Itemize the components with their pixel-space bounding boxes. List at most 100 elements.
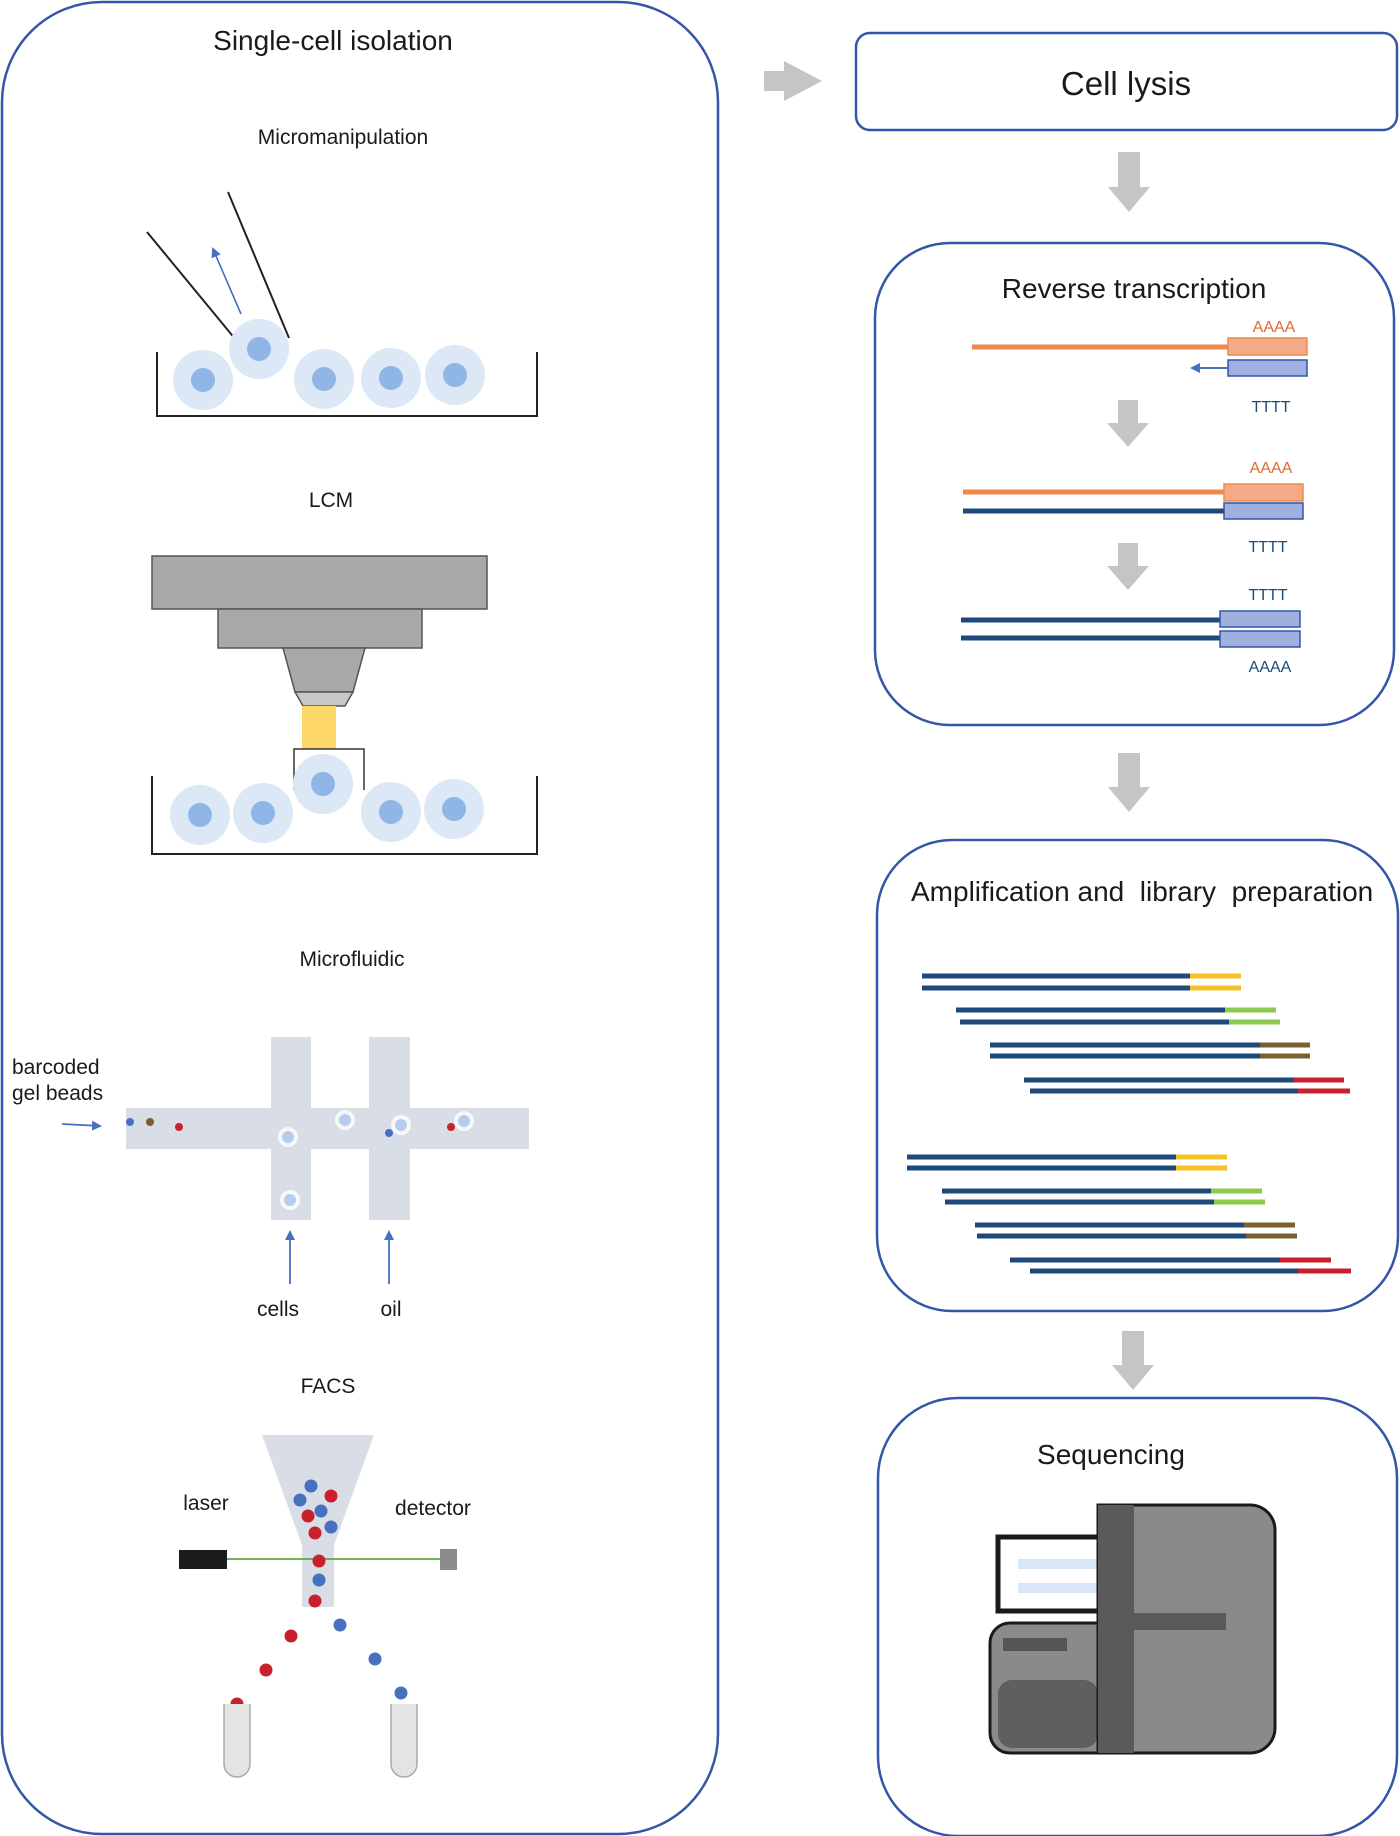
cell xyxy=(278,1127,298,1147)
microfluidic-section: Microfluidic barcoded gel beads cells oi… xyxy=(12,948,529,1321)
cell-red xyxy=(259,1663,273,1677)
collection-tube-left xyxy=(223,1704,251,1778)
gel-bead-red xyxy=(175,1123,183,1131)
sequencer-handle xyxy=(1134,1613,1226,1630)
cell-blue xyxy=(304,1479,318,1493)
rt-arrow xyxy=(1107,400,1149,447)
lcm-section: LCM xyxy=(151,489,538,855)
polya-label: AAAA xyxy=(1250,460,1293,477)
droplet xyxy=(454,1111,474,1131)
rt-stage-1: AAAA TTTT xyxy=(972,319,1308,416)
rt-stage-2: AAAA TTTT xyxy=(963,460,1304,556)
single-cell-isolation-panel: Single-cell isolation Micromanipulation … xyxy=(0,0,720,1836)
sample-funnel xyxy=(262,1435,374,1545)
cell-blue xyxy=(394,1686,408,1700)
cell-row-micromanipulation xyxy=(173,319,485,410)
cell xyxy=(424,779,484,839)
microscope-stage xyxy=(151,555,488,610)
cell xyxy=(425,345,485,405)
isolation-panel-border xyxy=(0,0,720,1836)
cell xyxy=(233,783,293,843)
microfluidic-label: Microfluidic xyxy=(299,948,404,971)
gel-bead-red xyxy=(447,1123,455,1131)
lcm-label: LCM xyxy=(309,489,353,512)
cell-red xyxy=(301,1509,315,1523)
capture-cap xyxy=(293,748,365,790)
polya-label: AAAA xyxy=(1249,659,1292,676)
oligo-dt-primer xyxy=(1223,502,1304,520)
cell-blue xyxy=(293,1493,307,1507)
cell-blue xyxy=(312,1573,326,1587)
gel-bead-brown xyxy=(146,1118,154,1126)
rt-stage-3: TTTT AAAA xyxy=(961,587,1301,676)
cell-picked xyxy=(229,319,289,379)
polyt-label: TTTT xyxy=(1248,539,1287,556)
aspiration-arrow xyxy=(211,247,242,315)
cell-red xyxy=(312,1554,326,1568)
cell xyxy=(361,348,421,408)
cell-captured xyxy=(293,754,353,814)
cell-lysis-label: Cell lysis xyxy=(1061,65,1191,102)
sequencer-drawer xyxy=(998,1680,1098,1748)
sequencing-title: Sequencing xyxy=(1037,1439,1185,1470)
sequencer-icon xyxy=(988,1503,1277,1755)
laser-beam-lcm xyxy=(302,706,336,749)
cell xyxy=(280,1190,300,1210)
objective-tip xyxy=(293,691,355,707)
screen-line xyxy=(1018,1559,1108,1569)
sequencer-slot xyxy=(1003,1638,1067,1651)
reverse-transcription-box xyxy=(873,241,1396,727)
cell-blue xyxy=(368,1652,382,1666)
amplification-box xyxy=(875,838,1400,1313)
cell xyxy=(173,350,233,410)
primer-block xyxy=(1219,610,1301,628)
cell xyxy=(361,782,421,842)
oligo-dt-primer xyxy=(1227,359,1308,377)
sequencing-box xyxy=(876,1396,1399,1836)
cell-lysis-step: Cell lysis xyxy=(854,31,1399,132)
cell-blue xyxy=(333,1618,347,1632)
microscope-body xyxy=(217,608,423,649)
sequencer-panel xyxy=(1098,1505,1134,1753)
reverse-transcription-step: Reverse transcription AAAA TTTT AAAA TTT… xyxy=(873,241,1396,727)
culture-dish xyxy=(156,352,538,417)
cell xyxy=(335,1110,355,1130)
detector-label: detector xyxy=(395,1497,471,1520)
polyt-label: TTTT xyxy=(1251,399,1290,416)
gel-bead-blue xyxy=(126,1118,134,1126)
amplification-step: Amplification and library preparation xyxy=(875,838,1400,1313)
cells-in-funnel xyxy=(293,1479,338,1608)
cell xyxy=(294,349,354,409)
screen-line xyxy=(1018,1583,1108,1593)
micropipette-right-line xyxy=(227,191,290,339)
cell-row-lcm xyxy=(170,754,484,845)
library-fragments xyxy=(907,973,1351,1274)
flow-arrow-down xyxy=(1112,1331,1154,1390)
sequencing-step: Sequencing xyxy=(876,1396,1399,1836)
barcoded-label: barcoded xyxy=(12,1056,100,1079)
primer-block xyxy=(1219,630,1301,648)
collection-tube-right xyxy=(390,1704,418,1778)
cell-red xyxy=(308,1526,322,1540)
cells-label: cells xyxy=(257,1298,299,1321)
rt-arrow xyxy=(1107,543,1149,590)
cell-blue xyxy=(314,1504,328,1518)
micromanipulation-label: Micromanipulation xyxy=(258,126,428,149)
cell-red xyxy=(284,1629,298,1643)
cell-lysis-box xyxy=(854,31,1399,132)
oil-label: oil xyxy=(380,1298,401,1321)
tissue-slide xyxy=(151,776,538,855)
cell-red xyxy=(308,1594,322,1608)
flow-arrow-down xyxy=(1108,152,1150,212)
micromanipulation-section: Micromanipulation xyxy=(146,126,538,417)
polyt-label: TTTT xyxy=(1248,587,1287,604)
cell-blue xyxy=(324,1520,338,1534)
cell xyxy=(170,785,230,845)
laser-label: laser xyxy=(183,1492,229,1515)
facs-section: FACS laser detector xyxy=(179,1375,471,1778)
facs-label: FACS xyxy=(301,1375,356,1398)
flow-arrow-right xyxy=(764,61,822,101)
laser-source xyxy=(179,1550,227,1569)
micropipette-left-line xyxy=(146,231,237,341)
flow-arrow-down xyxy=(1108,753,1150,812)
